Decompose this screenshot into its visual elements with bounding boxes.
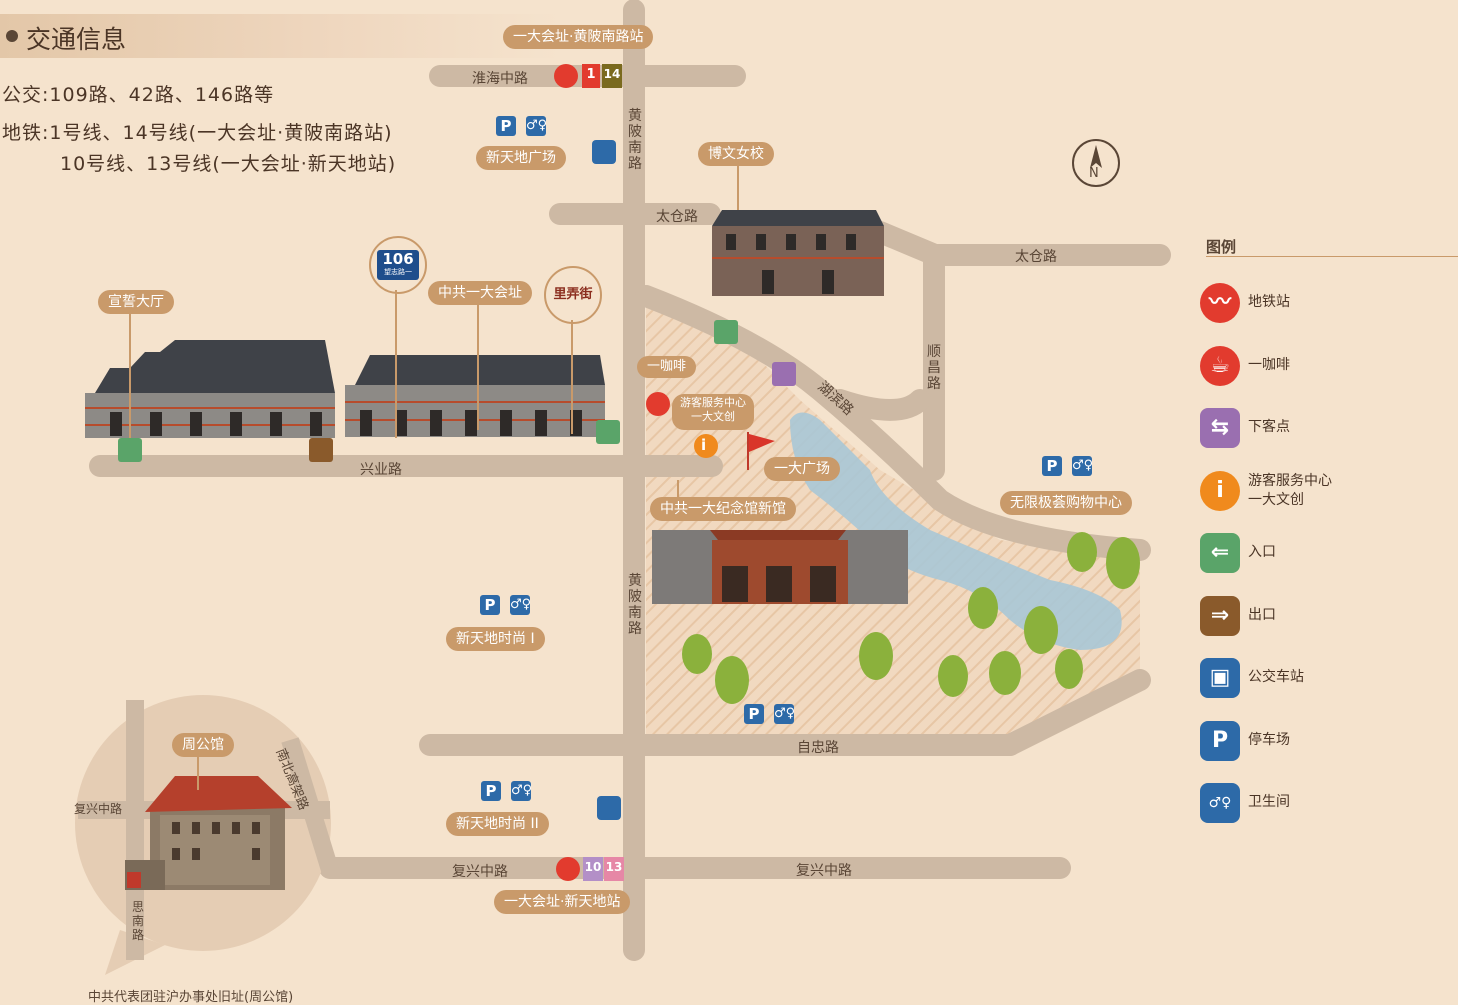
road-zizhong-east — [999, 669, 1151, 756]
road-label-sinan: 思南路 — [131, 900, 144, 942]
north-label: N — [1089, 166, 1099, 181]
coffee-marker — [646, 392, 670, 416]
building-new-museum — [652, 480, 908, 604]
bus-icon: ▣ — [1200, 658, 1240, 698]
label-zhonggong-site[interactable]: 中共一大会址 — [428, 281, 532, 305]
north-compass — [1072, 139, 1120, 187]
road-hubin — [635, 285, 1151, 561]
entrance-icon: ⇐ — [1200, 533, 1240, 573]
shikumen-badge: 里弄街 — [544, 266, 602, 324]
metro-info-2: 10号线、13号线(一大会址·新天地站) — [60, 153, 397, 175]
label-visitor-center[interactable]: 游客服务中心 一大文创 — [672, 394, 754, 430]
parking-icon: P — [1200, 720, 1240, 761]
label-xintiandi-2[interactable]: 新天地时尚 II — [446, 812, 549, 836]
zhou-caption: 中共代表团驻沪办事处旧址(周公馆) — [88, 990, 294, 1005]
label-zhou-mansion[interactable]: 周公馆 — [172, 733, 234, 757]
label-yi-coffee[interactable]: 一咖啡 — [637, 356, 697, 378]
legend-label: 公交车站 — [1248, 669, 1304, 685]
info-marker-letter: i — [701, 436, 707, 454]
trees — [682, 532, 1140, 704]
legend-label: 卫生间 — [1248, 794, 1290, 810]
parking-icon[interactable]: P — [480, 595, 500, 615]
entrance-exit-markers — [118, 320, 796, 462]
road-label-huaihai: 淮海中路 — [472, 71, 528, 87]
road-hubin-link — [829, 389, 931, 421]
road-label-xingye: 兴业路 — [360, 462, 402, 478]
parking-icon[interactable]: P — [496, 116, 516, 136]
metro-icon: 〰 — [1200, 283, 1240, 323]
label-xintiandi-station[interactable]: 一大会址·新天地站 — [494, 890, 631, 914]
restroom-icon: ♂♀ — [1200, 783, 1240, 823]
flag-icon — [747, 432, 775, 470]
info-icon: i — [1200, 470, 1240, 511]
legend-label: 一咖啡 — [1248, 356, 1290, 373]
metro-markers — [554, 64, 624, 881]
restroom-icon[interactable]: ♂♀ — [526, 116, 547, 136]
bus-info: 公交:109路、42路、146路等 — [2, 84, 275, 106]
restroom-icon[interactable]: ♂♀ — [511, 781, 532, 801]
restroom-icon[interactable]: ♂♀ — [1072, 456, 1093, 476]
label-xintiandi-plaza[interactable]: 新天地广场 — [476, 146, 566, 170]
label-xuanshi[interactable]: 宣誓大厅 — [98, 290, 174, 314]
legend-label: 出口 — [1248, 606, 1276, 623]
building-xuanshi — [85, 313, 335, 438]
metro-line-13: 13 — [605, 860, 623, 874]
road-label-fuxing-east: 复兴中路 — [796, 863, 852, 879]
restroom-icon[interactable]: ♂♀ — [774, 704, 795, 724]
house-number: 106 — [382, 250, 414, 268]
legend-divider — [1206, 256, 1458, 257]
bullet-dot — [6, 30, 18, 42]
road-label-huangpi-upper: 黄陂南路 — [628, 108, 642, 172]
legend-title: 图例 — [1206, 238, 1237, 256]
house-number-sub: 望志路一 — [384, 268, 412, 276]
legend-label: 游客服务中心 一大文创 — [1248, 472, 1332, 508]
restroom-icon[interactable]: ♂♀ — [510, 595, 531, 615]
dropoff-icon: ⇆ — [1200, 408, 1240, 448]
section-header: 交通信息 — [0, 14, 560, 58]
roads — [89, 0, 1171, 961]
road-label-shunchang: 顺昌路 — [927, 344, 941, 392]
coffee-icon: ☕ — [1200, 345, 1240, 386]
legend-label: 停车场 — [1248, 731, 1290, 748]
road-label-zizhong: 自忠路 — [797, 740, 839, 756]
label-square[interactable]: 一大广场 — [764, 457, 840, 481]
building-zhonggong-site — [345, 290, 605, 438]
road-label-taicang-west: 太仓路 — [656, 209, 698, 225]
metro-line-1: 1 — [586, 67, 596, 82]
road-label-fuxing-inset: 复兴中路 — [74, 802, 123, 816]
label-mall[interactable]: 无限极荟购物中心 — [1000, 491, 1132, 515]
legend-label: 入口 — [1248, 544, 1276, 560]
metro-info-1: 地铁:1号线、14号线(一大会址·黄陂南路站) — [2, 122, 393, 144]
label-bowen[interactable]: 博文女校 — [698, 142, 774, 166]
label-xintiandi-1[interactable]: 新天地时尚 I — [446, 627, 545, 651]
bus-stop-markers — [592, 140, 621, 820]
info-marker — [694, 434, 718, 458]
building-bowen — [712, 166, 884, 296]
label-huangpi-station[interactable]: 一大会址·黄陂南路站 — [503, 25, 654, 49]
metro-line-10: 10 — [584, 860, 602, 874]
house-number-plate: 106 望志路一 — [377, 250, 419, 280]
road-label-taicang-east: 太仓路 — [1015, 249, 1057, 265]
road-label-huangpi-lower: 黄陂南路 — [628, 573, 642, 637]
metro-line-14: 14 — [603, 67, 621, 81]
label-new-museum[interactable]: 中共一大纪念馆新馆 — [650, 497, 796, 521]
house-number-badge: 106 望志路一 — [369, 236, 427, 294]
lake — [790, 412, 1122, 650]
zhou-inset — [75, 695, 339, 975]
legend-label: 下客点 — [1248, 419, 1290, 435]
parking-icon[interactable]: P — [481, 781, 501, 801]
legend-label: 地铁站 — [1248, 294, 1290, 310]
section-title: 交通信息 — [26, 25, 127, 54]
parking-icon[interactable]: P — [744, 704, 764, 724]
parking-icon[interactable]: P — [1042, 456, 1062, 476]
road-label-fuxing-west: 复兴中路 — [452, 864, 508, 880]
exit-icon: ⇒ — [1200, 595, 1240, 636]
